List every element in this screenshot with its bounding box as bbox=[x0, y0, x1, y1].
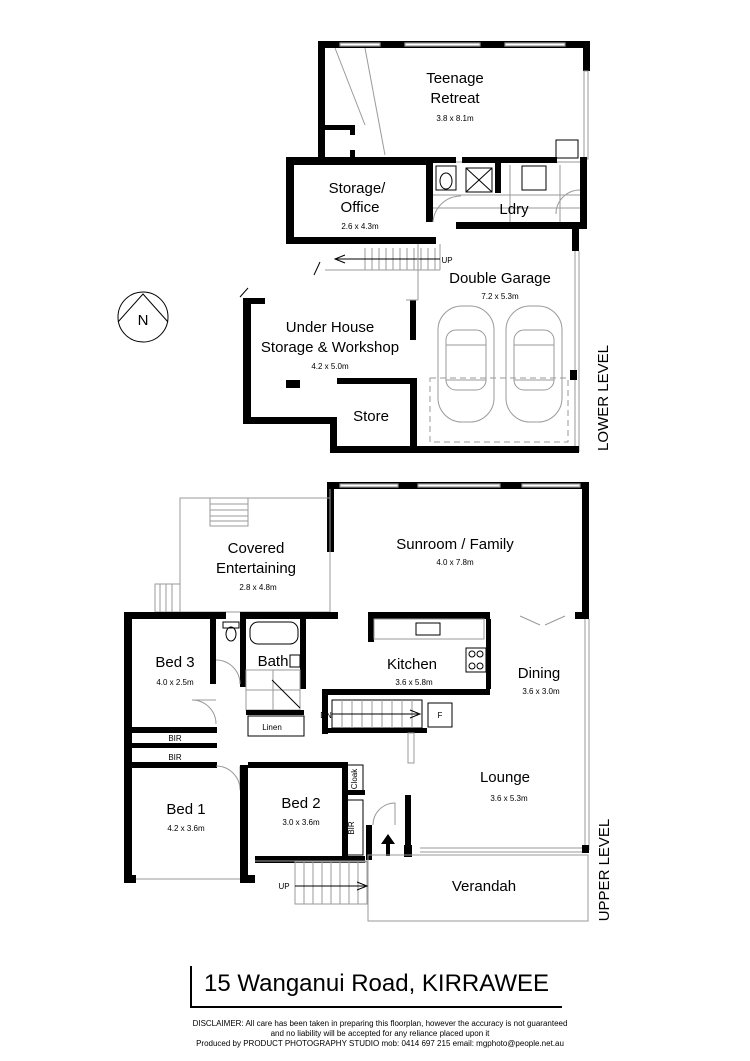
room-teenage-retreat: Teenage Retreat 3.8 x 8.1m bbox=[426, 70, 484, 123]
room-storage-office: Storage/ Office 2.6 x 4.3m bbox=[329, 180, 387, 231]
svg-text:Verandah: Verandah bbox=[452, 878, 516, 895]
svg-text:Double Garage: Double Garage bbox=[449, 270, 551, 287]
room-kitchen: Kitchen 3.6 x 5.8m bbox=[387, 656, 437, 687]
bir-bed2-label: BIR bbox=[347, 821, 356, 835]
svg-text:4.0 x 7.8m: 4.0 x 7.8m bbox=[436, 558, 474, 567]
room-dining: Dining 3.6 x 3.0m bbox=[518, 665, 561, 696]
room-sunroom-family: Sunroom / Family 4.0 x 7.8m bbox=[396, 536, 514, 567]
upper-level-plan bbox=[124, 482, 590, 922]
svg-text:4.2 x 3.6m: 4.2 x 3.6m bbox=[167, 824, 205, 833]
lower-level-label: LOWER LEVEL bbox=[595, 345, 612, 451]
room-laundry: Ldry bbox=[499, 201, 529, 218]
linen-label: Linen bbox=[262, 723, 282, 732]
svg-text:Store: Store bbox=[353, 408, 389, 425]
svg-text:Kitchen: Kitchen bbox=[387, 656, 437, 673]
bir-bed1-label: BIR bbox=[168, 753, 182, 762]
stair-up-label: UP bbox=[278, 882, 289, 891]
svg-text:Office: Office bbox=[341, 199, 380, 216]
car-icon bbox=[505, 305, 563, 423]
entry-arrow-icon bbox=[381, 834, 395, 856]
room-covered-entertaining: Covered Entertaining 2.8 x 4.8m bbox=[216, 540, 296, 592]
car-icon bbox=[437, 305, 495, 423]
room-double-garage: Double Garage 7.2 x 5.3m bbox=[449, 270, 551, 301]
svg-text:Dining: Dining bbox=[518, 665, 561, 682]
svg-text:7.2 x 5.3m: 7.2 x 5.3m bbox=[481, 292, 519, 301]
lower-level-plan: UP bbox=[239, 41, 590, 453]
title-block: 15 Wanganui Road, KIRRAWEE bbox=[190, 966, 562, 1008]
svg-text:3.8 x 8.1m: 3.8 x 8.1m bbox=[436, 114, 474, 123]
room-lounge: Lounge 3.6 x 5.3m bbox=[480, 769, 530, 803]
room-bed-3: Bed 3 4.0 x 2.5m bbox=[155, 654, 194, 687]
svg-text:4.2 x 5.0m: 4.2 x 5.0m bbox=[311, 362, 349, 371]
svg-text:Storage & Workshop: Storage & Workshop bbox=[261, 339, 399, 356]
credit-line: Produced by PRODUCT PHOTOGRAPHY STUDIO m… bbox=[196, 1039, 564, 1048]
disclaimer-line: DISCLAIMER: All care has been taken in p… bbox=[192, 1019, 568, 1028]
fridge-label: F bbox=[438, 711, 443, 720]
svg-text:3.6 x 3.0m: 3.6 x 3.0m bbox=[522, 687, 560, 696]
svg-text:Ldry: Ldry bbox=[499, 201, 529, 218]
svg-text:Bath: Bath bbox=[258, 653, 289, 670]
svg-text:Storage/: Storage/ bbox=[329, 180, 387, 197]
room-verandah: Verandah bbox=[452, 878, 516, 895]
compass-label: N bbox=[138, 312, 149, 329]
svg-text:4.0 x 2.5m: 4.0 x 2.5m bbox=[156, 678, 194, 687]
disclaimer: DISCLAIMER: All care has been taken in p… bbox=[170, 1019, 590, 1049]
svg-text:2.6 x 4.3m: 2.6 x 4.3m bbox=[341, 222, 379, 231]
room-bed-1: Bed 1 4.2 x 3.6m bbox=[166, 801, 205, 833]
svg-text:3.0 x 3.6m: 3.0 x 3.6m bbox=[282, 818, 320, 827]
room-under-house-storage: Under House Storage & Workshop 4.2 x 5.0… bbox=[261, 319, 399, 371]
upper-level-label: UPPER LEVEL bbox=[596, 819, 613, 922]
property-address: 15 Wanganui Road, KIRRAWEE bbox=[204, 970, 550, 997]
svg-text:Sunroom / Family: Sunroom / Family bbox=[396, 536, 514, 553]
svg-text:Bed 2: Bed 2 bbox=[281, 795, 320, 812]
svg-text:Teenage: Teenage bbox=[426, 70, 484, 87]
svg-text:Entertaining: Entertaining bbox=[216, 560, 296, 577]
svg-text:Retreat: Retreat bbox=[430, 90, 480, 107]
lower-stair-up-label: UP bbox=[441, 256, 452, 265]
svg-text:2.8 x 4.8m: 2.8 x 4.8m bbox=[239, 583, 277, 592]
bir-bed3-label: BIR bbox=[168, 734, 182, 743]
svg-text:Bed 1: Bed 1 bbox=[166, 801, 205, 818]
svg-text:3.6 x 5.3m: 3.6 x 5.3m bbox=[490, 794, 528, 803]
svg-text:Under House: Under House bbox=[286, 319, 374, 336]
stair-down-label: DN bbox=[320, 711, 332, 720]
cloak-label: Cloak bbox=[350, 768, 359, 789]
svg-text:Covered: Covered bbox=[228, 540, 285, 557]
room-store: Store bbox=[353, 408, 389, 425]
svg-text:Lounge: Lounge bbox=[480, 769, 530, 786]
disclaimer-line: and no liability will be accepted for an… bbox=[270, 1029, 490, 1038]
room-bath: Bath bbox=[258, 653, 289, 670]
svg-text:Bed 3: Bed 3 bbox=[155, 654, 194, 671]
svg-text:3.6 x 5.8m: 3.6 x 5.8m bbox=[395, 678, 433, 687]
room-bed-2: Bed 2 3.0 x 3.6m bbox=[281, 795, 320, 827]
compass-north-icon: N bbox=[117, 291, 169, 343]
